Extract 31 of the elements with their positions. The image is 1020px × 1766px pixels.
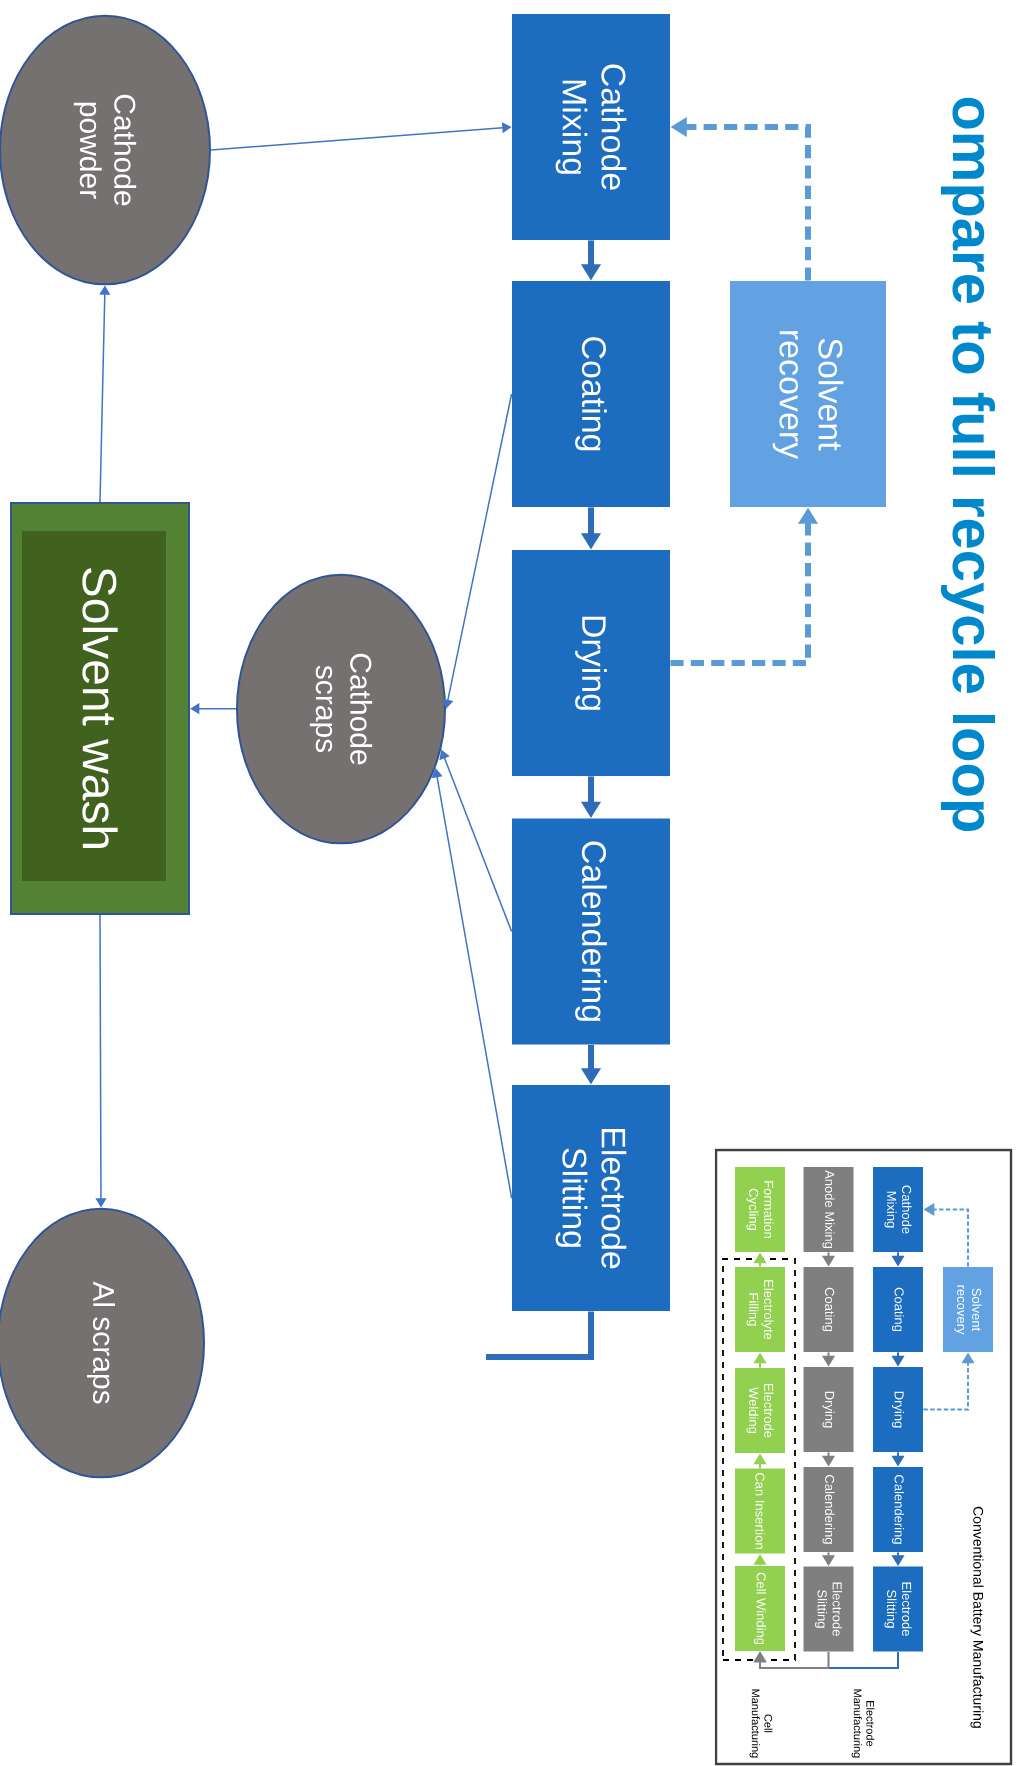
- process-box: Calendering: [512, 818, 670, 1045]
- process-box: Coating: [512, 281, 670, 507]
- column-label: Electrode Manufacturing: [851, 1689, 875, 1758]
- process-box: Drying: [512, 550, 670, 776]
- process-box: Calendering: [803, 1467, 854, 1552]
- arrow: [442, 393, 513, 709]
- process-box: Electrode Slitting: [873, 1566, 923, 1652]
- process-box: Drying: [803, 1367, 854, 1452]
- connector-line: [486, 1311, 594, 1360]
- process-box: Electrolyte Filling: [735, 1267, 785, 1352]
- process-box: Drying: [873, 1367, 923, 1452]
- process-box: Solvent recovery: [730, 281, 886, 507]
- process-box: Coating: [803, 1267, 854, 1352]
- arrow: [431, 768, 513, 1199]
- arrow: [753, 1650, 830, 1669]
- process-box: Cathode Mixing: [873, 1167, 923, 1252]
- arrow: [190, 703, 237, 715]
- process-box: Can Insertion: [735, 1468, 785, 1554]
- process-box: Cathode Mixing: [512, 14, 670, 240]
- process-box: Coating: [873, 1267, 923, 1352]
- process-box: Calendering: [873, 1467, 923, 1552]
- process-box: Electrode Slitting: [512, 1085, 670, 1311]
- column-label: Cell Manufacturing: [749, 1689, 773, 1758]
- process-box: Solvent wash: [10, 502, 190, 915]
- process-box: Cell Winding: [735, 1566, 785, 1651]
- process-box: Anode Mixing: [803, 1167, 854, 1252]
- process-box: Formation Cycling: [735, 1167, 785, 1252]
- title: ompare to full recycle loop: [940, 97, 996, 832]
- process-box: Electrode Welding: [735, 1368, 785, 1453]
- process-box: Solvent recovery: [943, 1267, 993, 1352]
- process-box: Electrode Slitting: [803, 1566, 854, 1652]
